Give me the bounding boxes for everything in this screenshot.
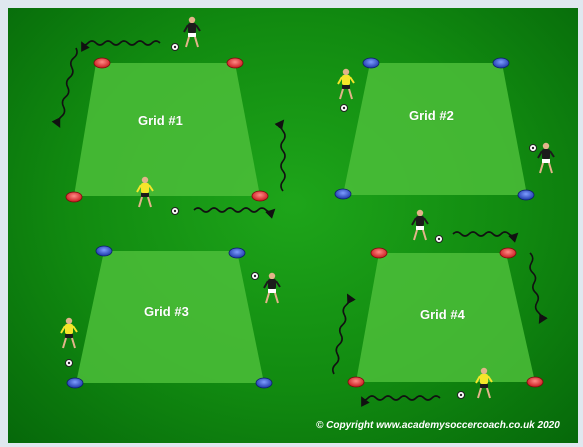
player-yellow-icon	[60, 317, 78, 349]
player-black-icon	[263, 272, 281, 304]
dribble-arrow-g4-left	[332, 293, 356, 375]
dribble-arrow-g4-top	[452, 231, 519, 243]
soccer-ball-icon	[171, 207, 179, 215]
player-black-icon	[411, 209, 429, 241]
grid-2-cones	[334, 57, 535, 201]
balls	[65, 43, 537, 399]
player-yellow-icon	[475, 367, 493, 399]
player-black-icon	[183, 16, 201, 48]
player-yellow-icon	[337, 68, 355, 100]
grid-area-4	[356, 253, 535, 382]
grid-3-label: Grid #3	[144, 304, 189, 319]
player-black-icon	[537, 142, 555, 174]
dribble-arrow-g4-right	[529, 252, 548, 324]
dribble-arrow-g1-right	[274, 119, 286, 192]
drill-diagram	[51, 16, 555, 408]
grid-area-1	[74, 63, 260, 196]
dribble-arrow-g1-bottom	[193, 207, 276, 219]
soccer-ball-icon	[435, 235, 443, 243]
grid-4-cones	[347, 247, 544, 388]
grid-area-3	[76, 251, 264, 383]
soccer-ball-icon	[251, 272, 259, 280]
soccer-ball-icon	[171, 43, 179, 51]
soccer-pitch: Grid #1 Grid #2 Grid #3 Grid #4 © Copyri…	[8, 8, 578, 443]
dribble-arrow-g1-top	[81, 40, 161, 53]
soccer-ball-icon	[457, 391, 465, 399]
grid-1-label: Grid #1	[138, 113, 183, 128]
copyright-notice: © Copyright www.academysoccercoach.co.uk…	[316, 420, 560, 431]
dribble-arrow-g4-bottom	[361, 395, 441, 408]
dribble-arrows	[51, 40, 548, 408]
grid-1-cones	[65, 57, 269, 203]
soccer-ball-icon	[340, 104, 348, 112]
grid-area-2	[343, 63, 527, 195]
grid-4-label: Grid #4	[420, 307, 465, 322]
player-yellow-icon	[136, 176, 154, 208]
soccer-ball-icon	[65, 359, 73, 367]
grid-2-label: Grid #2	[409, 108, 454, 123]
soccer-ball-icon	[529, 144, 537, 152]
dribble-arrow-g1-left	[51, 47, 78, 128]
grid-3-cones	[66, 245, 273, 389]
players	[60, 16, 555, 399]
